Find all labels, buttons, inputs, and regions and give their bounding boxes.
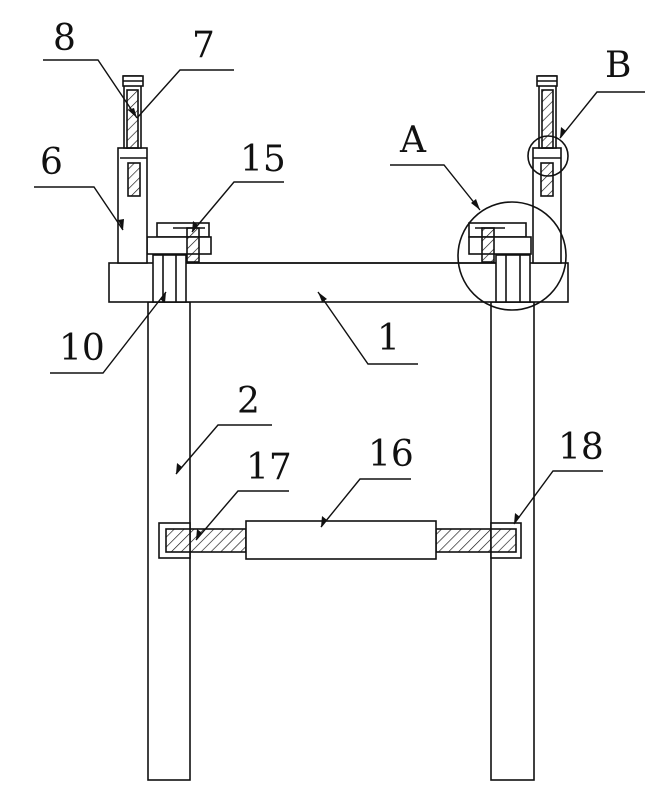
right-post — [532, 75, 562, 264]
detail-circle-A — [457, 201, 567, 311]
arrowheads — [118, 108, 566, 540]
left-post — [117, 75, 148, 264]
right-leg-cap — [495, 254, 531, 303]
detail-circle-B — [527, 135, 569, 177]
label-15: 15 — [240, 139, 286, 180]
label-6: 6 — [40, 142, 63, 183]
label-17: 17 — [246, 447, 292, 488]
label-B: B — [605, 45, 631, 86]
label-7: 7 — [192, 25, 215, 66]
label-1: 1 — [377, 318, 400, 359]
lower-crossbar — [158, 520, 522, 560]
label-18: 18 — [558, 427, 604, 468]
label-8: 8 — [53, 18, 76, 59]
label-10: 10 — [59, 328, 105, 369]
label-2: 2 — [237, 381, 260, 422]
left-leg-cap — [152, 254, 187, 303]
leader-lines — [34, 59, 645, 541]
right-clamp-assembly — [468, 222, 532, 263]
label-A: A — [399, 120, 427, 161]
label-16: 16 — [368, 434, 414, 475]
